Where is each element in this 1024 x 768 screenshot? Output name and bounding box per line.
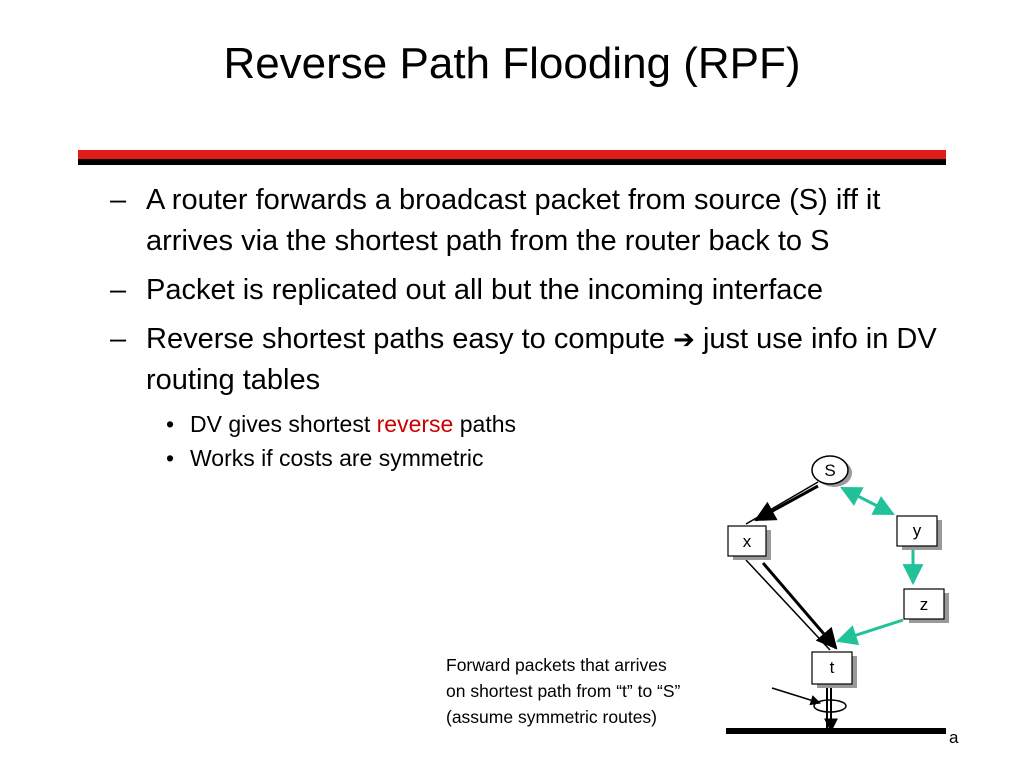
title-rule-black [78,159,946,165]
node-s: S [811,455,852,487]
link-x-t [745,559,831,651]
arrow-s-to-y [840,486,895,516]
subbullet-text: Works if costs are symmetric [190,445,484,471]
node-z: z [903,588,949,623]
subbullet-dot: • [166,411,175,437]
bullet-text: Packet is replicated out all but the inc… [146,274,824,306]
bullet-list: – A router forwards a broadcast packet f… [110,180,950,473]
bullet-item: – Packet is replicated out all but the i… [110,270,950,311]
caption-line-3: (assume symmetric routes) [446,707,657,727]
title-rule-red [78,150,946,159]
subbullet-item: • DV gives shortest reverse paths [110,409,950,439]
node-x-label: x [743,532,752,551]
highlight-reverse: reverse [376,411,454,437]
node-y: y [896,515,942,550]
node-y-label: y [913,521,922,540]
subbullet-item: • Works if costs are symmetric [110,443,950,473]
lan-bar [726,728,946,734]
arrow-s-to-x [754,484,819,522]
bullet-dash: – [110,323,127,355]
bullet-dash: – [110,274,127,306]
arrow-z-to-t [836,618,904,646]
caption-line-1: Forward packets that arrives [446,655,667,675]
bullet-text-continued: just use info in DV routing tables [146,323,937,396]
node-z-label: z [920,595,929,614]
caption-line-2: on shortest path from “t” to “S” [446,681,681,701]
arrow-x-to-t [761,562,838,650]
interface-ellipse [813,699,847,713]
bullet-item: – A router forwards a broadcast packet f… [110,180,950,262]
right-arrow-icon: ➔ [673,324,695,354]
caption-pointer [771,687,822,706]
link-s-x [745,481,819,525]
bullet-text: Reverse shortest paths easy to compute [146,323,666,355]
subbullet-text: DV gives shortest [190,411,377,437]
node-x: x [727,525,771,560]
node-t: t [811,651,857,688]
subbullet-text-end: paths [453,411,516,437]
bullet-dash: – [110,184,127,216]
bullet-text: A router forwards a broadcast packet fro… [146,184,881,257]
node-t-label: t [830,658,835,677]
subbullet-dot: • [166,445,175,471]
node-s-label: S [824,461,835,480]
bullet-item: – Reverse shortest paths easy to compute… [110,319,950,401]
lan-label: a [949,728,959,747]
page-title: Reverse Path Flooding (RPF) [223,39,801,88]
